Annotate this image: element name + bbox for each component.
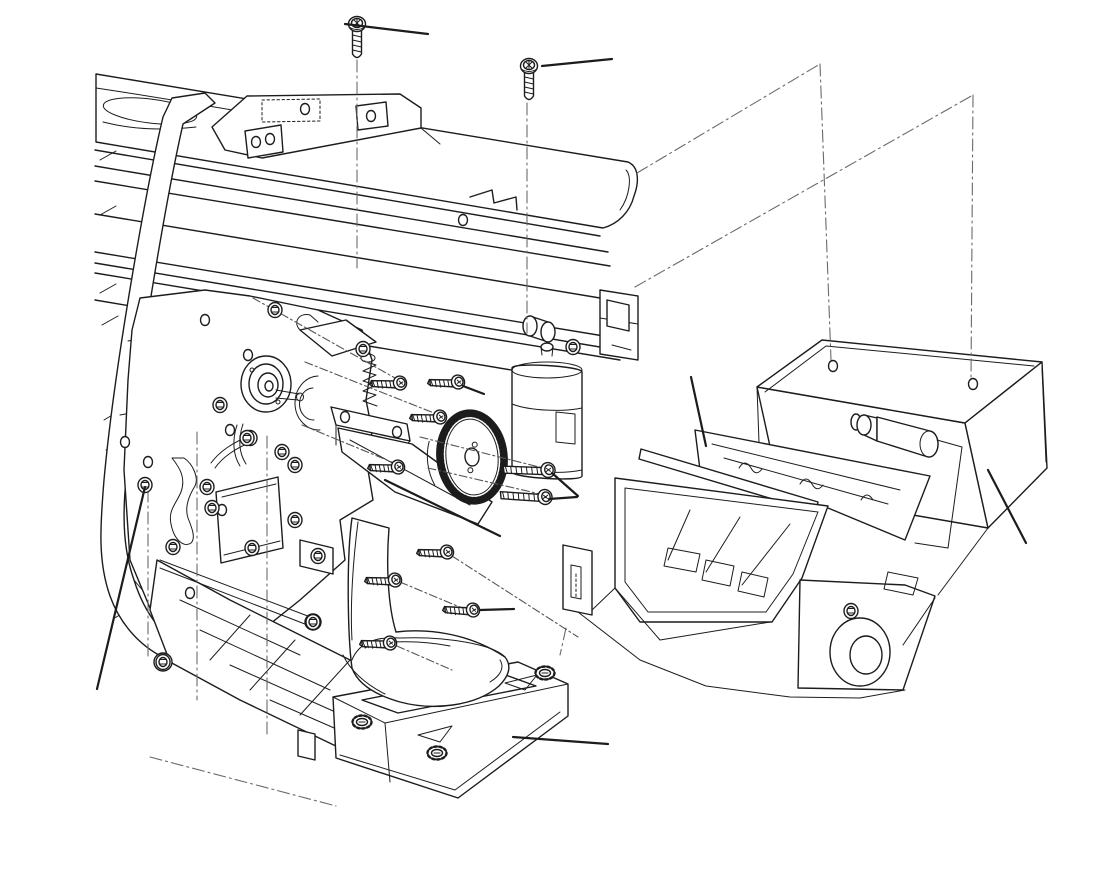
fastener-boss-icon	[267, 301, 283, 319]
callout-leader-line	[988, 470, 1026, 543]
phantom-lines	[148, 60, 973, 806]
fastener-boss-icon	[239, 429, 255, 447]
funnel	[343, 518, 509, 706]
hole-icon	[365, 109, 377, 123]
roller	[851, 414, 962, 548]
mount-bracket	[212, 94, 440, 158]
fastener-boss-icon	[287, 511, 303, 529]
fastener-boss-icon	[274, 443, 290, 461]
phantom-projection-line	[971, 95, 973, 378]
callout-leader-line	[542, 59, 612, 66]
drive-gear	[423, 407, 512, 509]
station-left-bracket	[560, 545, 615, 655]
callout-leader-line	[97, 487, 145, 689]
thumb-screw-icon	[426, 745, 448, 761]
fastener-boss-icon	[565, 338, 581, 356]
rail-end-block	[600, 290, 638, 360]
cap-sled	[695, 430, 930, 540]
lift-mechanism	[241, 314, 492, 524]
phantom-projection-line	[637, 64, 820, 173]
hole-icon	[224, 423, 236, 437]
fastener-boss-icon	[165, 538, 181, 556]
screw-axis-line	[305, 362, 434, 413]
hole-icon	[967, 377, 979, 391]
motor	[512, 362, 582, 479]
angled-screw-icon	[414, 537, 457, 570]
callout-leader-line	[463, 386, 484, 394]
hole-icon	[457, 213, 469, 227]
long-screw-icon	[498, 479, 555, 516]
hole-icon	[199, 313, 211, 327]
fastener-boss-icon	[310, 547, 326, 565]
fastener-boss-icon	[155, 653, 171, 671]
screw-axis-line	[452, 556, 578, 637]
leader-lines	[97, 24, 1026, 744]
hole-icon	[827, 359, 839, 373]
screw-axis-line	[400, 582, 462, 608]
vertical-screw-icon	[347, 15, 367, 59]
hub-pulley	[241, 356, 304, 412]
callout-leader-line	[385, 480, 500, 536]
phantom-projection-line	[635, 95, 973, 287]
hole-icon	[339, 410, 351, 424]
callout-leader-line	[549, 497, 577, 499]
fastener-boss-icon	[305, 613, 321, 631]
vertical-screw-icon	[519, 57, 539, 101]
callout-leader-line	[691, 377, 706, 446]
screw-axis-line	[397, 646, 452, 670]
spring	[363, 361, 377, 406]
cap-carriage-scoop	[615, 478, 828, 640]
thumb-screw-icon	[351, 714, 373, 730]
bottom-black-bar	[0, 824, 1100, 887]
hole-icon	[119, 435, 131, 449]
fastener-boss-icon	[212, 396, 228, 414]
hole-icon	[250, 135, 262, 149]
fastener-boss-icon	[287, 456, 303, 474]
thumb-screw-icon	[534, 665, 556, 681]
fastener-boss-icon	[199, 478, 215, 496]
screw-axis-line	[420, 437, 543, 468]
belt-idler	[523, 316, 555, 356]
screw-axis-line	[428, 468, 540, 494]
phantom-projection-line	[150, 757, 336, 806]
hole-icon	[184, 586, 196, 600]
fastener-boss-icon	[355, 340, 371, 358]
fastener-boss-icon	[204, 499, 220, 517]
hole-icon	[242, 348, 254, 362]
hole-icon	[299, 102, 311, 116]
motor-mount-bracket	[338, 428, 492, 524]
phantom-projection-line	[820, 64, 831, 360]
callout-leader-line	[480, 609, 514, 610]
angled-screw-icon	[425, 367, 468, 400]
callout-leader-line	[552, 473, 578, 496]
station-base	[578, 528, 988, 698]
fastener-boss-icon	[244, 539, 260, 557]
hole-icon	[264, 132, 276, 146]
callout-leader-line	[513, 737, 608, 744]
callout-leader-line	[345, 24, 428, 34]
hole-icon	[142, 455, 154, 469]
fastener-boss-icon	[843, 602, 859, 620]
hole-icon	[391, 425, 403, 439]
angled-screw-icon	[441, 595, 483, 627]
screw-axis-line	[302, 425, 394, 463]
service-station	[560, 340, 1047, 698]
